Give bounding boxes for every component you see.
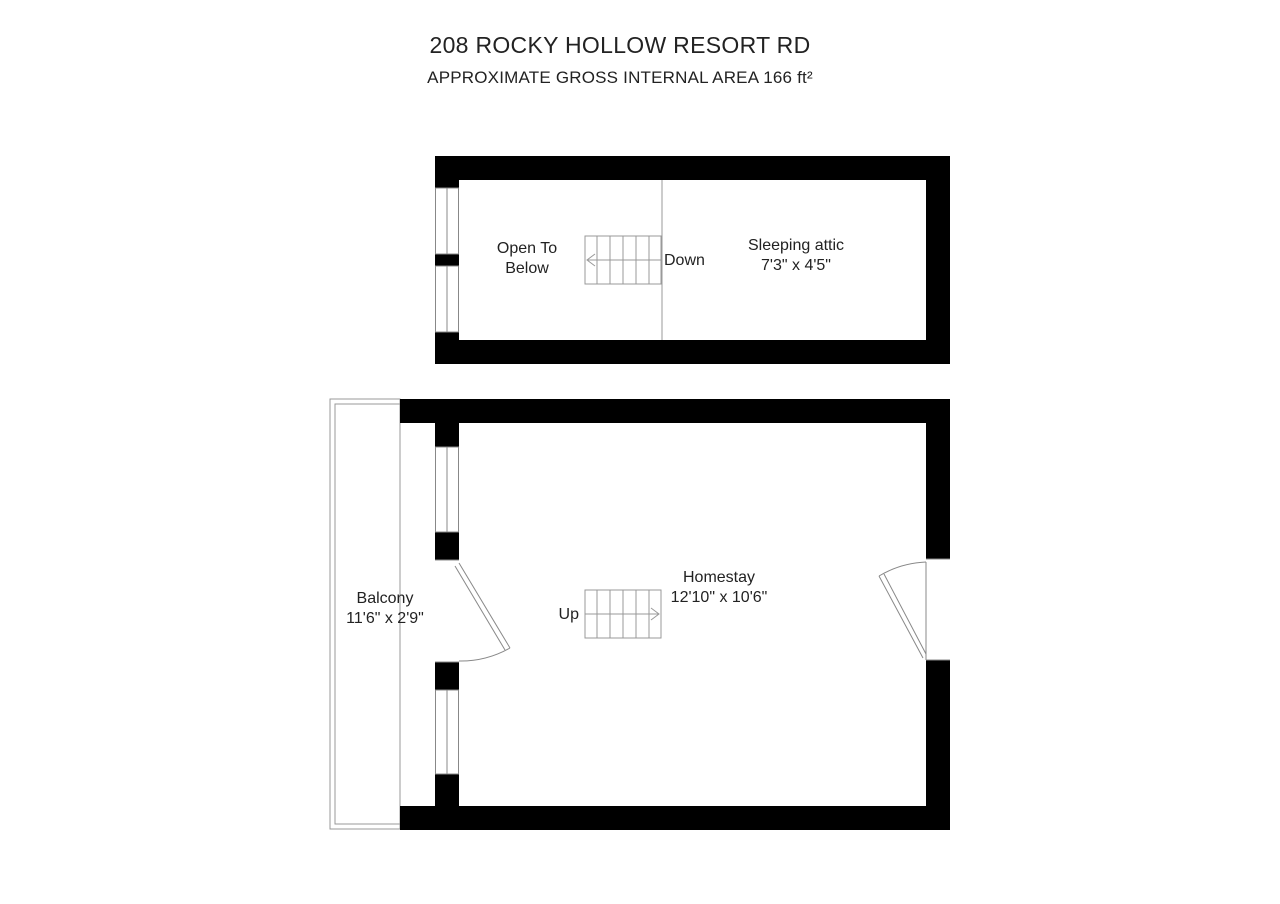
upper-floor: Open To Below Down Sleeping attic 7'3" x… bbox=[435, 156, 950, 364]
attic-window-upper bbox=[435, 187, 459, 255]
attic-bottom-wall bbox=[435, 340, 950, 364]
entrance-door-icon bbox=[878, 558, 950, 661]
sleeping-attic-size: 7'3" x 4'5" bbox=[761, 257, 831, 274]
attic-right-wall bbox=[926, 156, 950, 364]
homestay-top-wall bbox=[400, 399, 950, 423]
open-to-below-label-line2: Below bbox=[505, 260, 549, 277]
homestay-left-wall-upper-mid bbox=[435, 532, 459, 560]
property-address: 208 ROCKY HOLLOW RESORT RD bbox=[429, 32, 811, 58]
homestay-name: Homestay bbox=[683, 569, 755, 586]
homestay-left-wall-lower-mid bbox=[435, 662, 459, 690]
attic-left-wall-mid bbox=[435, 254, 459, 266]
stairs-down-label: Down bbox=[664, 252, 705, 269]
homestay-right-wall-lower bbox=[926, 660, 950, 830]
attic-window-lower bbox=[435, 265, 459, 333]
homestay-right-wall-upper bbox=[926, 399, 950, 559]
balcony-size: 11'6" x 2'9" bbox=[346, 610, 424, 627]
attic-top-wall bbox=[435, 156, 950, 180]
balcony-outline bbox=[329, 398, 401, 830]
sleeping-attic-name: Sleeping attic bbox=[748, 237, 844, 254]
homestay-size: 12'10" x 10'6" bbox=[671, 589, 768, 606]
open-to-below-label-line1: Open To bbox=[497, 240, 557, 257]
homestay-left-wall-bottom bbox=[435, 774, 459, 830]
stairs-down-icon bbox=[584, 235, 662, 285]
balcony-door-icon bbox=[435, 559, 511, 663]
gross-area-label: APPROXIMATE GROSS INTERNAL AREA 166 ft² bbox=[427, 68, 813, 87]
stairs-up-label: Up bbox=[559, 606, 580, 623]
homestay-window-lower bbox=[435, 689, 459, 775]
balcony-name: Balcony bbox=[357, 590, 414, 607]
homestay-left-wall-top bbox=[435, 399, 459, 447]
homestay-window-upper bbox=[435, 446, 459, 533]
stairs-up-icon bbox=[584, 589, 662, 639]
homestay-bottom-wall bbox=[400, 806, 950, 830]
attic-left-wall-top bbox=[435, 156, 459, 188]
attic-left-wall-bottom bbox=[435, 332, 459, 364]
lower-floor: Balcony 11'6" x 2'9" Up Homestay 12'10" … bbox=[329, 398, 950, 830]
